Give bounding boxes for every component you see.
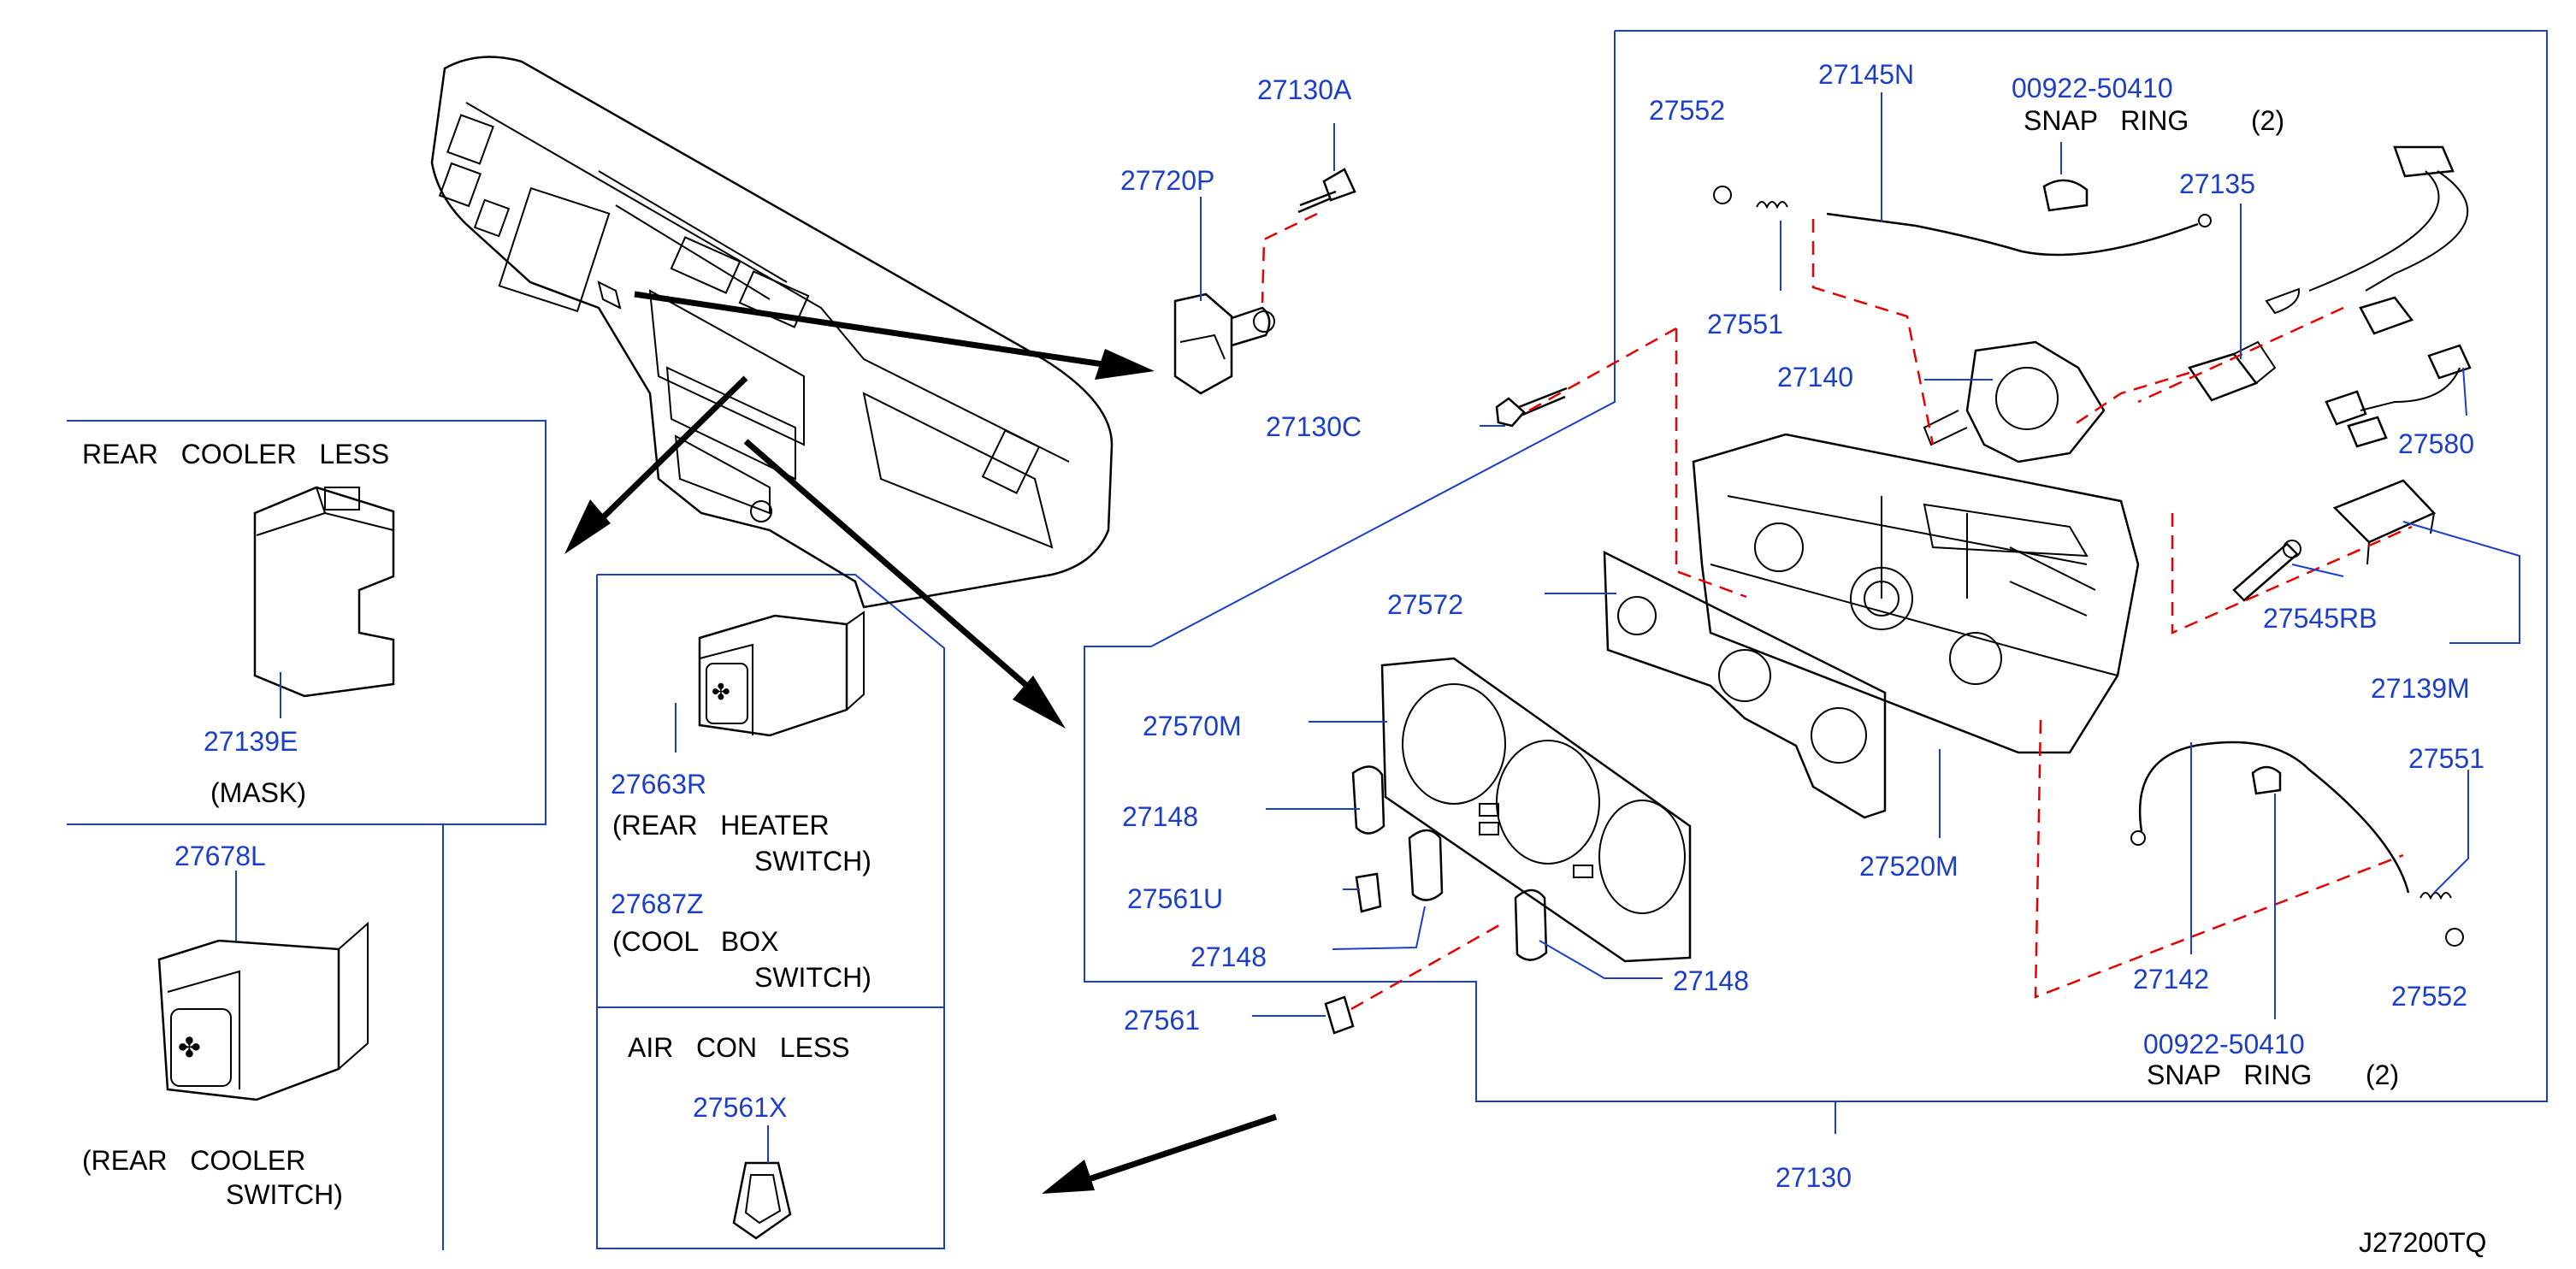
caption-cool-box-switch-line2: SWITCH) [754,962,871,993]
part-number-27140: 27140 [1777,362,1853,393]
harness-27580 [2308,145,2472,448]
caption-rear-heater-switch-line1: (REAR HEATER [612,810,830,841]
part-number-27520m: 27520M [1859,851,1959,882]
bezel-gasket-27572 [1603,550,1887,819]
part-number-27580: 27580 [2398,428,2474,459]
guide-dash [1350,920,1506,1011]
control-cable-27142 [2130,741,2464,947]
blower-switch-27135 [2188,287,2301,402]
caption-rear-cooler-less: REAR COOLER LESS [82,439,389,469]
knob-27148-c [1514,888,1548,961]
rear-cooler-switch-27678l: ✤ [157,921,369,1101]
part-number-27139m: 27139M [2371,673,2470,704]
part-number-27720p: 27720P [1120,165,1214,196]
screw-27130c [1495,387,1568,428]
control-panel-27570m [1380,657,1692,963]
caption-air-con-less: AIR CON LESS [628,1032,850,1063]
callout-arrows [564,291,1278,1194]
part-number-27135: 27135 [2179,168,2255,199]
knob-switch-27720p [1173,292,1275,395]
dashboard-illustration [430,56,1114,609]
part-number-27561u: 27561U [1127,883,1223,914]
knob-27148-a [1351,765,1385,835]
knob-27148-b [1408,829,1444,901]
mask-27139e [253,486,395,698]
bulb-27545rb [2232,540,2301,602]
leader-lines [235,92,2520,1163]
lever-27561u [1355,872,1382,913]
part-number-00922-50410-bottom: 00922-50410 [2143,1029,2305,1059]
part-number-27561: 27561 [1124,1005,1200,1036]
part-number-labels: 27130A 27720P 27552 27145N 00922-50410 2… [174,59,2484,1193]
part-number-27663r: 27663R [611,769,706,800]
part-number-27687z: 27687Z [611,888,704,919]
hvac-control-head-27520m [1692,433,2140,754]
part-number-27148-a: 27148 [1122,801,1198,832]
snap-ring-top [2042,179,2089,212]
part-number-00922-50410-top: 00922-50410 [2012,73,2173,103]
caption-snap-ring-bottom: SNAP RING [2147,1059,2312,1090]
diagram-code: J27200TQ [2359,1227,2486,1258]
part-number-27148-b: 27148 [1191,941,1267,972]
rear-heater-switch-27663r: ✤ [698,611,865,737]
part-number-27551-bottom: 27551 [2408,743,2484,774]
part-number-27148-c: 27148 [1673,965,1749,996]
caption-snap-ring-top: SNAP RING [2024,105,2189,136]
fan-icon: ✤ [712,680,730,705]
caption-snap-ring-top-qty: (2) [2251,105,2284,136]
part-number-27145n: 27145N [1818,59,1914,90]
part-number-27551-top: 27551 [1707,309,1783,339]
snap-ring-bottom [2251,765,2282,795]
part-number-27545rb: 27545RB [2263,603,2377,634]
plug-27561x [732,1161,792,1240]
part-number-27130c: 27130C [1266,411,1362,442]
part-number-27552-top: 27552 [1649,95,1725,126]
part-number-27130a: 27130A [1257,74,1352,105]
caption-rear-cooler-switch-line1: (REAR COOLER [82,1145,305,1176]
caption-mask: (MASK) [210,777,306,808]
part-number-27678l: 27678L [174,841,266,871]
caption-rear-heater-switch-line2: SWITCH) [754,846,871,876]
part-number-27139e: 27139E [204,726,298,757]
part-number-27572: 27572 [1387,589,1463,620]
frame-lines [67,30,2548,1250]
caption-rear-cooler-switch-line2: SWITCH) [226,1179,343,1210]
part-number-27561x: 27561X [693,1092,787,1123]
part-number-27142: 27142 [2133,964,2209,995]
caption-snap-ring-bottom-qty: (2) [2366,1059,2399,1090]
screw-27130a [1297,168,1356,214]
part-number-27130: 27130 [1775,1162,1852,1193]
fan-icon: ✤ [178,1031,201,1064]
caption-labels: SNAP RING (2) SNAP RING (2) REAR COOLER … [82,105,2486,1258]
guide-dash [1261,212,1318,304]
control-cable-27145n [1713,186,2212,257]
part-number-27552-bottom: 27552 [2391,981,2467,1012]
caption-cool-box-switch-line1: (COOL BOX [612,926,778,957]
lever-27561 [1324,995,1355,1035]
blower-control-27140 [1923,340,2106,463]
part-number-27570m: 27570M [1143,711,1242,741]
